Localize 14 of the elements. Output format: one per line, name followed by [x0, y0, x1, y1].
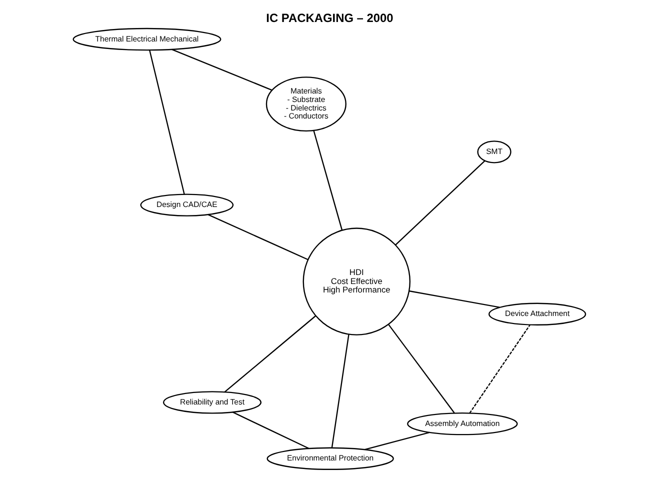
connector	[388, 324, 455, 414]
connector	[224, 315, 316, 392]
connector	[149, 50, 185, 194]
connector	[469, 324, 530, 414]
connector	[331, 334, 350, 448]
connector	[232, 412, 310, 450]
connector	[395, 160, 486, 246]
connector	[172, 48, 272, 91]
diagram-title: IC PACKAGING – 2000	[266, 10, 394, 25]
connector	[364, 432, 430, 450]
node-circle: HDI Cost Effective High Performance	[302, 228, 411, 336]
connector	[409, 290, 500, 308]
connector	[208, 214, 308, 260]
connector	[313, 130, 343, 230]
